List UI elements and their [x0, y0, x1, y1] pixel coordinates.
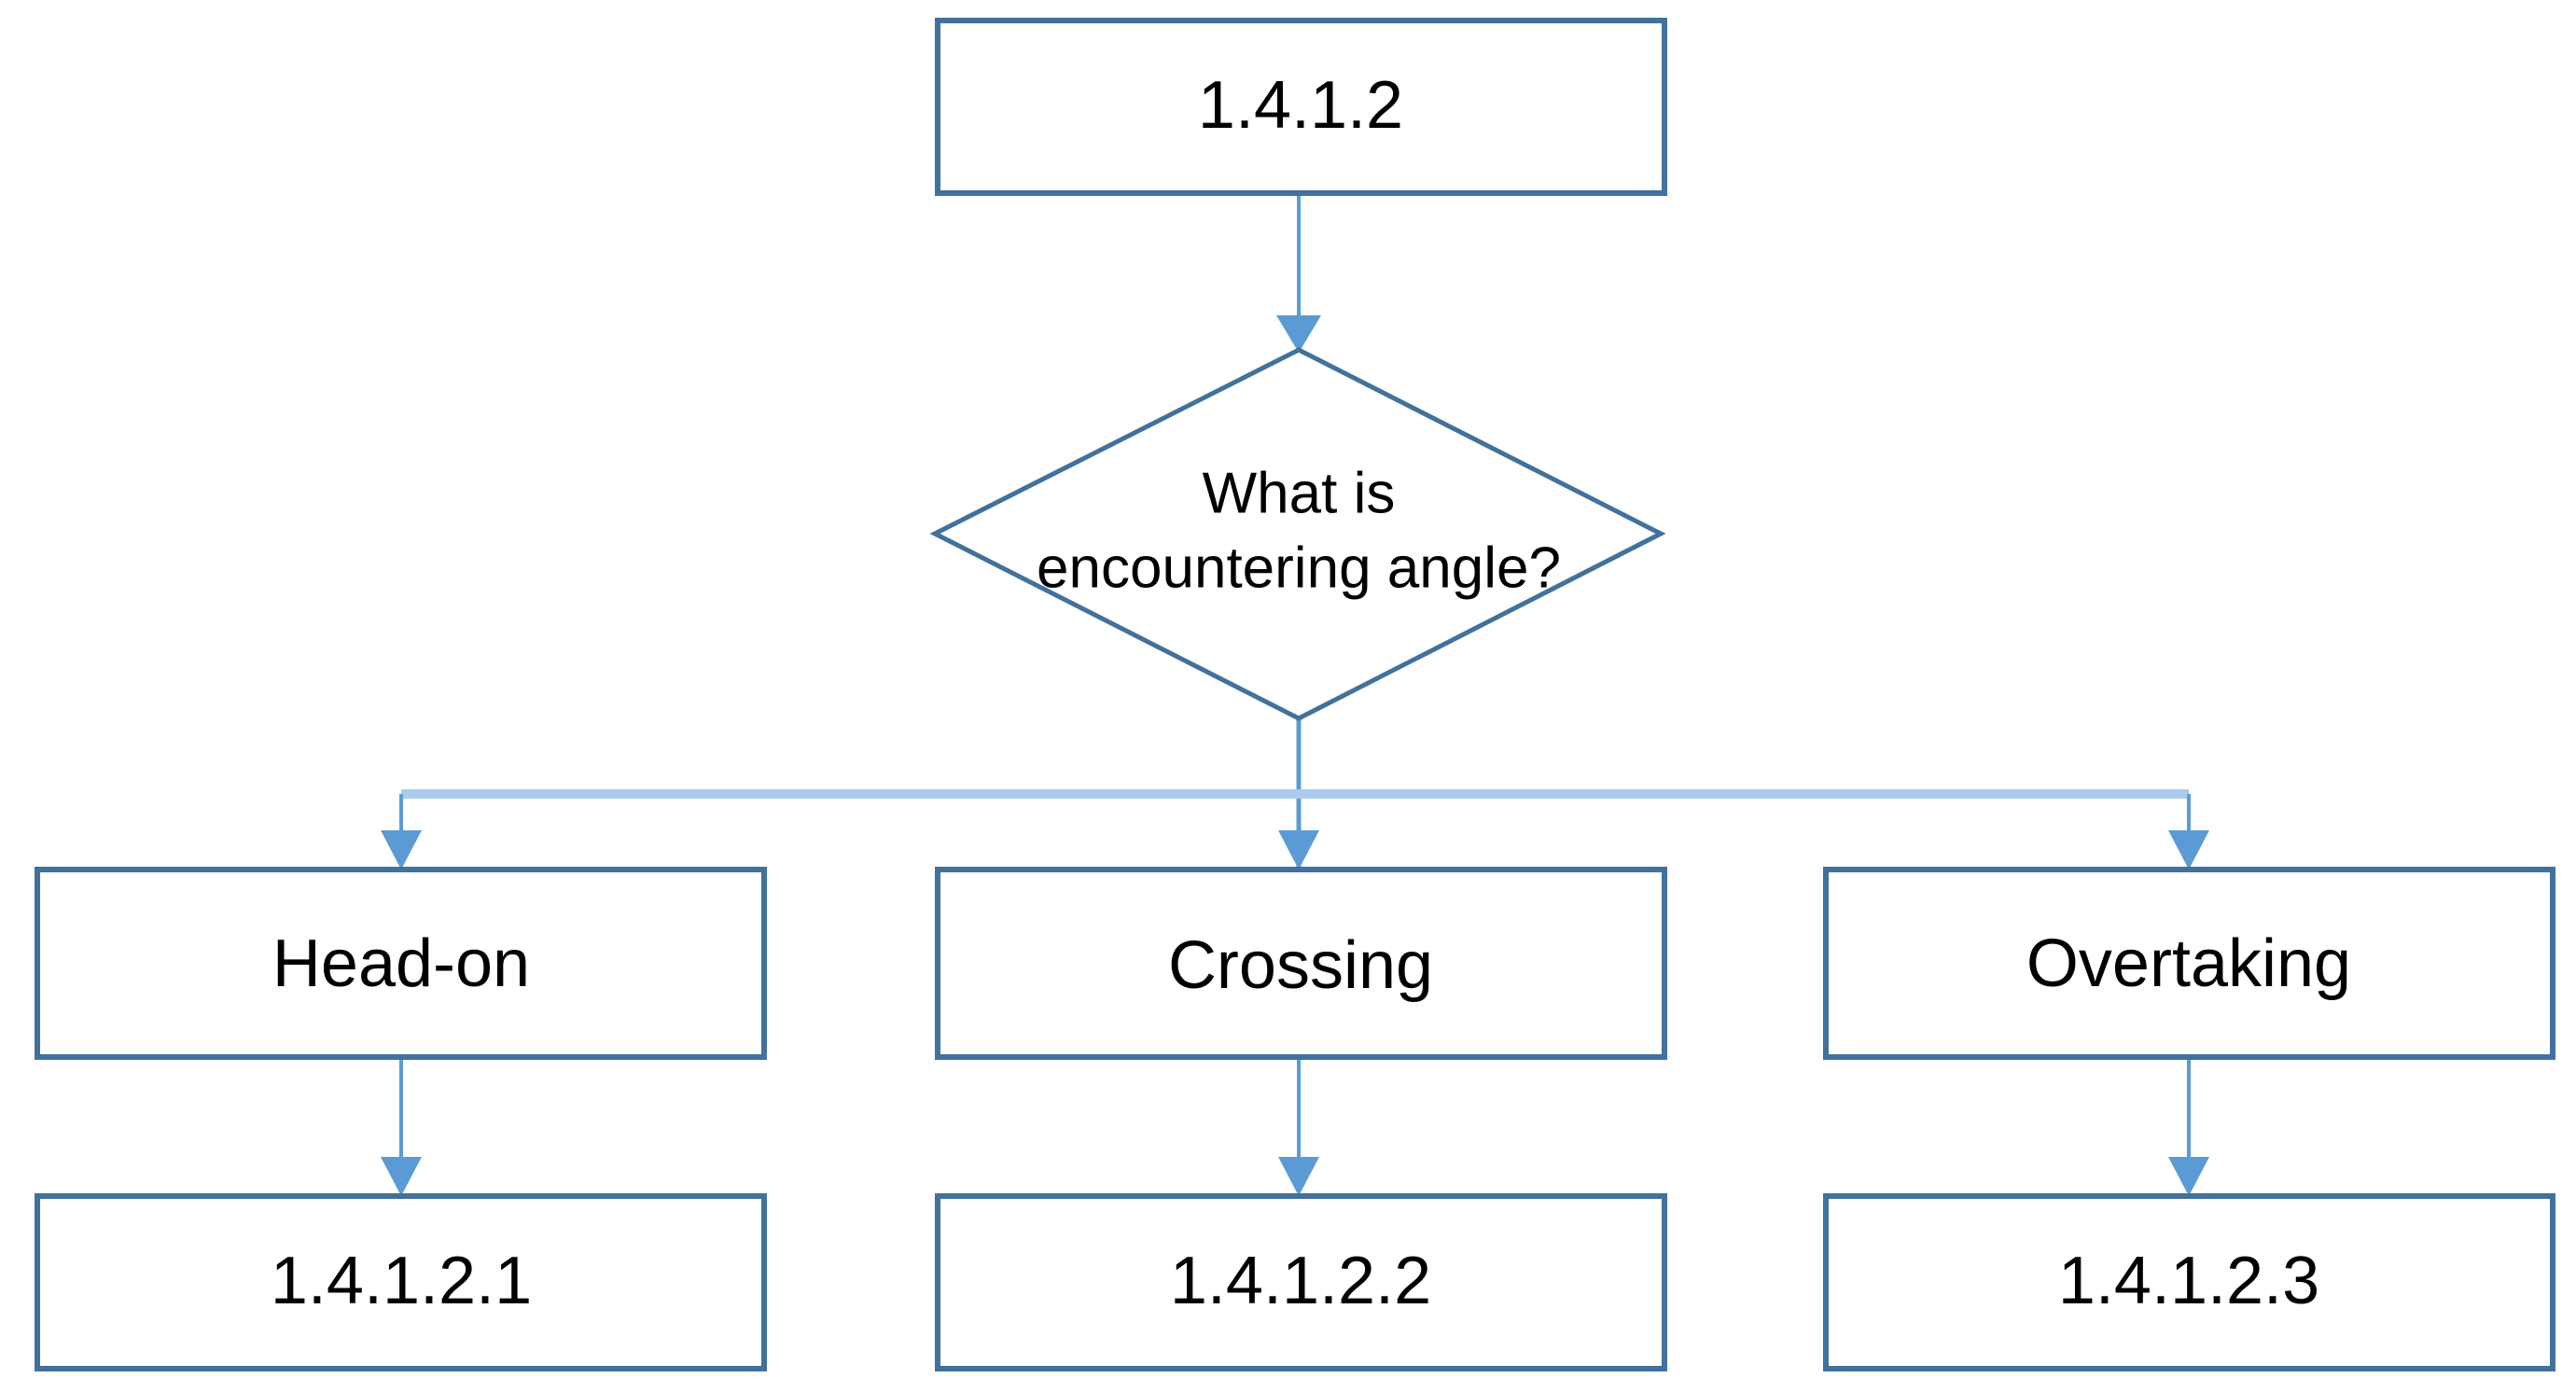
arrow-down-icon [381, 1157, 422, 1196]
node-branch-overtaking-label: Overtaking [2026, 926, 2351, 1001]
node-outcome-overtaking[interactable]: 1.4.1.2.3 [1823, 1193, 2555, 1371]
arrow-down-icon [2168, 830, 2209, 870]
connector-root-to-decision [1276, 193, 1321, 353]
node-root-label: 1.4.1.2 [1198, 68, 1403, 143]
node-decision-shape [929, 347, 1666, 721]
node-outcome-overtaking-shape [1823, 1193, 2555, 1371]
connector-bus-to-overtaking [2168, 794, 2209, 870]
node-outcome-crossing-label: 1.4.1.2.2 [1170, 1244, 1431, 1318]
node-branch-crossing[interactable]: Crossing [935, 867, 1667, 1060]
node-branch-crossing-label: Crossing [1168, 928, 1433, 1003]
node-branch-overtaking-shape [1823, 867, 2555, 1060]
node-outcome-head-on[interactable]: 1.4.1.2.1 [35, 1193, 767, 1371]
arrow-down-icon [1278, 830, 1319, 870]
node-decision-encountering-angle[interactable]: What is encountering angle? [929, 347, 1666, 721]
node-outcome-overtaking-label: 1.4.1.2.3 [2058, 1244, 2319, 1318]
connector-head-on-to-outcome [381, 1057, 422, 1196]
node-root-shape [935, 18, 1667, 196]
node-branch-head-on-label: Head-on [272, 926, 530, 1001]
node-decision-label-line2: encountering angle? [1037, 536, 1561, 600]
connector-bus-to-head-on [381, 794, 422, 870]
arrow-down-icon [1276, 315, 1321, 353]
node-branch-head-on-shape [35, 867, 767, 1060]
node-branch-crossing-shape [935, 867, 1667, 1060]
node-outcome-crossing[interactable]: 1.4.1.2.2 [935, 1193, 1667, 1371]
connector-bus-to-crossing [1278, 830, 1319, 870]
node-decision-label-line1: What is [1203, 461, 1396, 525]
connector-crossing-to-outcome [1278, 1057, 1319, 1196]
node-outcome-head-on-label: 1.4.1.2.1 [271, 1244, 532, 1318]
node-outcome-head-on-shape [35, 1193, 767, 1371]
node-root[interactable]: 1.4.1.2 [935, 18, 1667, 196]
arrow-down-icon [2168, 1157, 2209, 1196]
arrow-down-icon [1278, 1157, 1319, 1196]
node-branch-overtaking[interactable]: Overtaking [1823, 867, 2555, 1060]
node-branch-head-on[interactable]: Head-on [35, 867, 767, 1060]
arrow-down-icon [381, 830, 422, 870]
connector-overtaking-to-outcome [2168, 1057, 2209, 1196]
node-outcome-crossing-shape [935, 1193, 1667, 1371]
